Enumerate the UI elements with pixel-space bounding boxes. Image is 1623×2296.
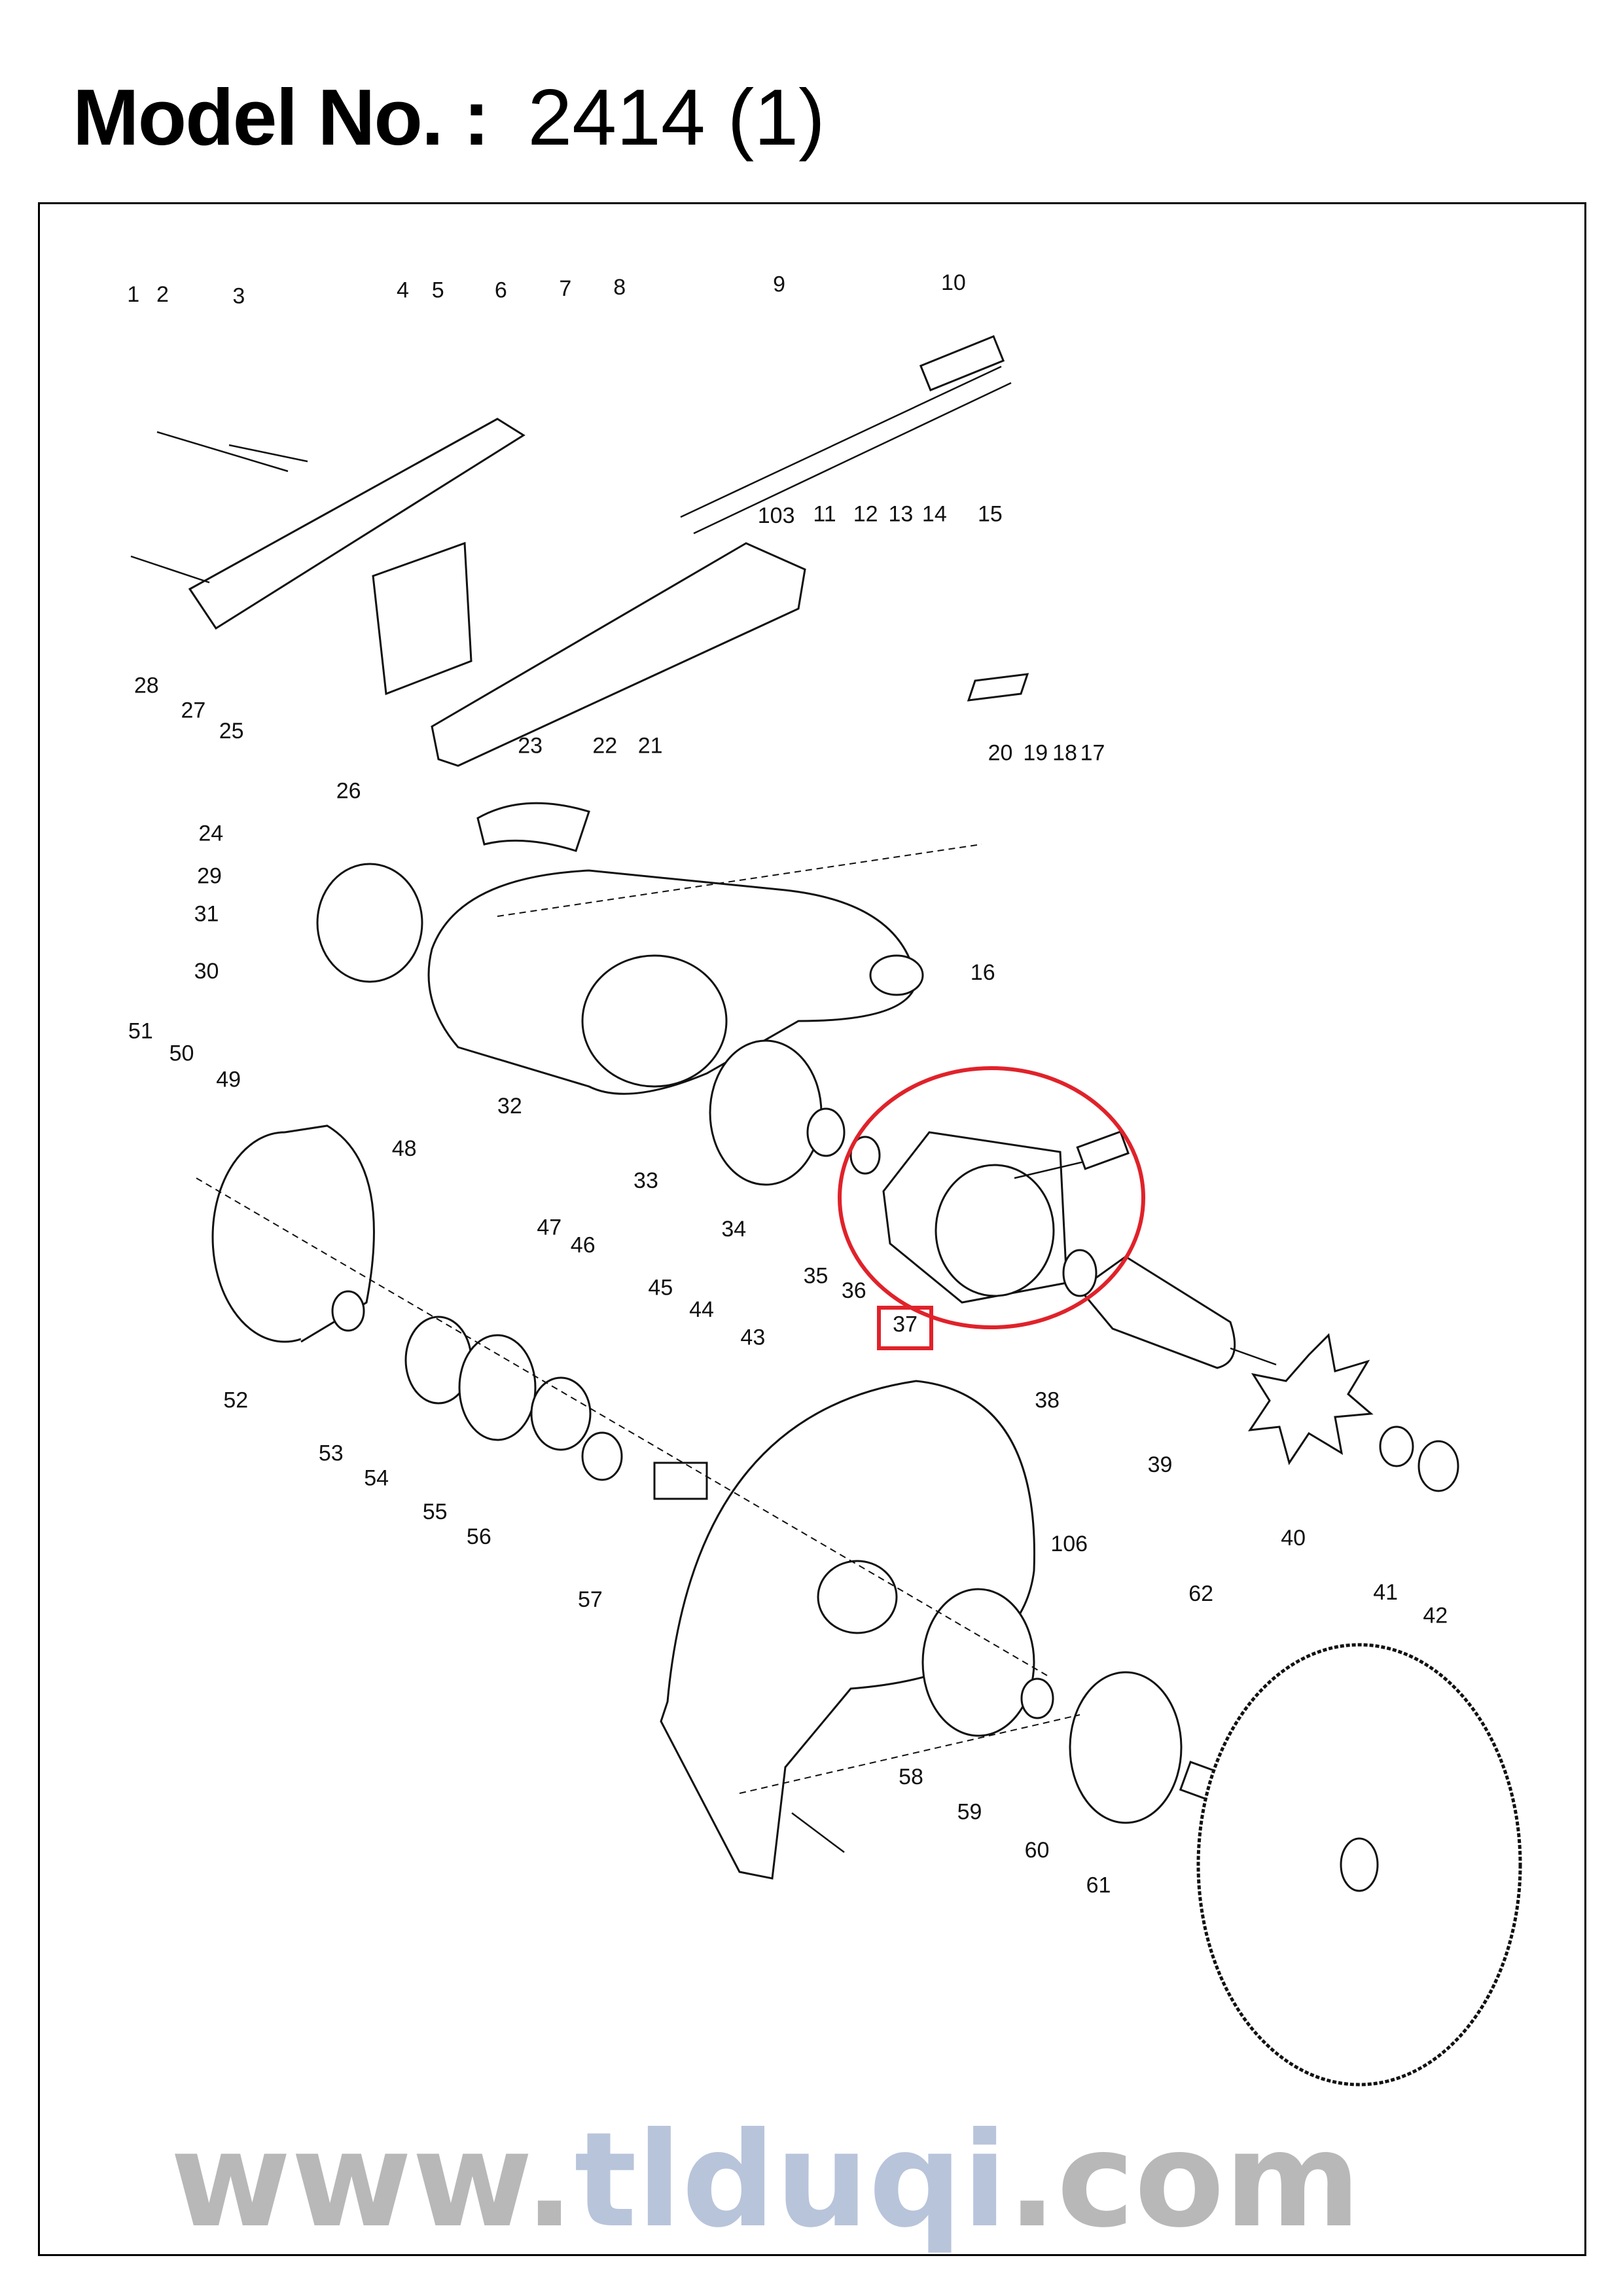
part-label-35: 35 [804,1263,829,1288]
part-label-33: 33 [633,1168,658,1193]
part-61 [1069,1671,1183,1824]
model-label: Model No. : [73,73,490,162]
part-34 [709,1039,823,1186]
part-label-59: 59 [957,1800,982,1825]
part-label-52: 52 [223,1388,248,1413]
part-59 [921,1588,1035,1737]
part-label-42: 42 [1423,1604,1448,1628]
part-label-40: 40 [1281,1526,1306,1551]
part-label-2: 2 [156,282,169,307]
part-label-55: 55 [423,1499,448,1524]
part-42 [1418,1440,1459,1492]
part-label-50: 50 [169,1041,194,1066]
diagram-frame [38,202,1586,2256]
part-label-53: 53 [319,1441,344,1465]
armature [1062,1249,1277,1369]
part-label-12: 12 [853,502,878,527]
part-label-10: 10 [941,270,966,295]
part-label-30: 30 [194,959,219,984]
part-label-26: 26 [336,779,361,804]
part-label-7: 7 [559,276,571,301]
part-label-56: 56 [467,1524,491,1549]
part-label-5: 5 [432,278,444,302]
part-36 [849,1136,881,1175]
part-label-20: 20 [988,741,1013,766]
part-label-54: 54 [364,1465,389,1490]
part-label-3: 3 [232,283,245,308]
watermark: www.tlduqi.com [170,2104,1361,2257]
part-label-21: 21 [638,733,663,758]
part-label-43: 43 [740,1325,765,1350]
part-label-57: 57 [578,1587,603,1612]
part-35 [806,1107,846,1157]
part-label-18: 18 [1052,741,1077,766]
part-label-41: 41 [1373,1580,1398,1605]
part-label-9: 9 [773,272,785,296]
part-label-49: 49 [216,1067,241,1092]
part-label-39: 39 [1148,1452,1173,1477]
highlight-box [877,1306,933,1350]
part-label-106: 106 [1050,1532,1088,1556]
part-label-6: 6 [495,278,507,302]
part-label-62: 62 [1188,1581,1213,1606]
part-label-51: 51 [128,1019,153,1044]
part-label-38: 38 [1035,1388,1060,1413]
part-label-103: 103 [758,503,795,528]
part-label-24: 24 [198,821,223,846]
highlight-circle [838,1066,1145,1329]
part-46 [530,1376,592,1451]
part-label-8: 8 [613,275,626,300]
part-label-23: 23 [518,733,543,758]
part-label-34: 34 [721,1217,746,1242]
part-label-47: 47 [537,1215,562,1240]
part-label-14: 14 [922,502,947,527]
model-number: 2414 (1) [527,73,825,162]
part-label-58: 58 [899,1765,923,1789]
part-label-44: 44 [689,1297,714,1322]
gear-housing [316,802,924,1095]
part-label-17: 17 [1080,741,1105,766]
part-label-46: 46 [571,1232,596,1257]
part-label-36: 36 [842,1278,866,1303]
part-label-4: 4 [397,278,409,302]
part-label-37: 37 [893,1312,918,1336]
part-label-13: 13 [888,502,913,527]
part-label-29: 29 [197,864,222,889]
part-label-1: 1 [127,282,139,307]
part-label-15: 15 [978,502,1003,527]
part-label-22: 22 [592,733,617,758]
part-label-19: 19 [1023,741,1048,766]
part-label-60: 60 [1025,1838,1050,1863]
part-label-27: 27 [181,698,206,723]
part-label-25: 25 [219,719,244,744]
part-label-11: 11 [813,502,836,527]
part-label-45: 45 [648,1275,673,1300]
part-label-16: 16 [971,960,995,985]
part-label-61: 61 [1086,1873,1111,1897]
handle-assembly [130,335,1029,767]
page-title: Model No. :2414 (1) [73,77,825,157]
part-label-32: 32 [497,1094,522,1119]
part-56 [458,1334,537,1441]
part-label-48: 48 [392,1136,417,1161]
part-label-28: 28 [134,673,159,698]
fan [1247,1333,1374,1465]
part-label-31: 31 [194,902,219,927]
